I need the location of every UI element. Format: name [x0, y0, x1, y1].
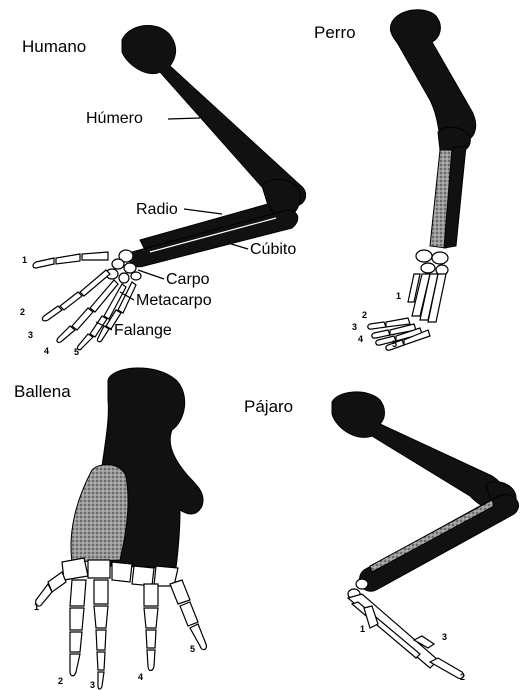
label-radius: Radio	[136, 201, 178, 218]
human-digit-num-5: 5	[74, 347, 79, 357]
bird-humerus	[332, 392, 504, 507]
leader-ulna	[228, 243, 248, 249]
human-digit-num-2: 2	[20, 307, 25, 317]
bird-ulna	[360, 495, 519, 592]
dog-digit-num-5: 5	[392, 339, 397, 349]
bird-digit-num-1: 1	[360, 624, 365, 634]
dog-panel: Perro	[314, 10, 476, 350]
dog-title: Perro	[314, 23, 356, 42]
bird-digit-num-3: 3	[442, 632, 447, 642]
dog-digit-num-2: 2	[362, 310, 367, 320]
human-digit-num-4: 4	[44, 346, 49, 356]
dog-toes	[368, 318, 430, 350]
whale-digit-1	[36, 572, 66, 606]
whale-digit-2	[70, 580, 86, 676]
whale-panel: Ballena	[14, 368, 206, 690]
bird-radius	[370, 500, 494, 572]
label-metacarpus: Metacarpo	[136, 292, 212, 309]
label-humerus: Húmero	[86, 110, 143, 127]
dog-carpals	[416, 250, 448, 275]
human-digit-num-3: 3	[28, 330, 33, 340]
whale-radius	[71, 465, 128, 562]
bird-panel: Pájaro 1 3 2	[244, 392, 519, 682]
dog-digit-num-1: 1	[396, 291, 401, 301]
dog-digit-num-4: 4	[358, 334, 363, 344]
whale-digit-num-2: 2	[58, 676, 63, 686]
label-ulna: Cúbito	[250, 241, 296, 258]
label-phalanx: Falange	[114, 322, 172, 339]
whale-digit-4	[144, 584, 158, 671]
whale-digit-num-1: 1	[34, 602, 39, 612]
bird-digit-num-2: 2	[460, 672, 465, 682]
whale-title: Ballena	[14, 382, 71, 401]
whale-digit-num-4: 4	[138, 672, 143, 682]
whale-digit-num-3: 3	[90, 680, 95, 690]
bird-title: Pájaro	[244, 397, 293, 416]
human-title: Humano	[22, 37, 86, 56]
whale-digit-num-5: 5	[190, 644, 195, 654]
leader-humerus	[168, 118, 200, 119]
human-digit-2	[42, 270, 110, 321]
whale-digit-3	[94, 580, 108, 689]
dog-humerus	[390, 10, 475, 142]
dog-metacarpals	[408, 274, 446, 322]
human-panel: Humano	[20, 25, 306, 357]
label-carpus: Carpo	[166, 271, 210, 288]
whale-digit-5	[170, 580, 206, 650]
dog-digit-num-3: 3	[352, 322, 357, 332]
human-digit-1	[33, 252, 108, 268]
human-digit-num-1: 1	[22, 255, 27, 265]
leader-radius	[184, 209, 222, 214]
leader-carpus	[138, 270, 164, 279]
